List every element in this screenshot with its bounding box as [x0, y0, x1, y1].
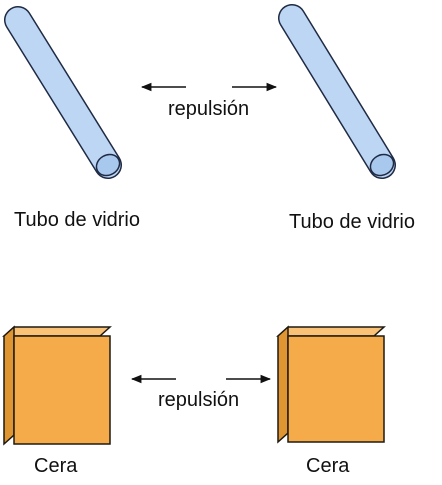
- label-repulsion-top: repulsión: [168, 98, 250, 120]
- glass-tube-left-end: [95, 153, 121, 177]
- glass-tube-left: [4, 6, 122, 179]
- label-wax-left: Cera: [34, 455, 78, 477]
- wax-block-right: [276, 325, 386, 444]
- label-repulsion-bottom: repulsión: [158, 389, 240, 411]
- wax-block-left-top: [2, 326, 112, 337]
- wax-block-right-top: [276, 326, 386, 337]
- label-wax-right: Cera: [306, 455, 350, 477]
- wax-block-left-side: [3, 325, 15, 446]
- wax-block-left-front: [13, 335, 111, 445]
- wax-block-left: [2, 325, 112, 446]
- glass-tube-left-body: [5, 7, 121, 178]
- label-tube-right: Tubo de vidrio: [289, 211, 415, 233]
- wax-block-right-side: [277, 325, 289, 444]
- glass-tube-right-body: [279, 5, 395, 178]
- glass-tube-right: [278, 4, 396, 179]
- label-tube-left: Tubo de vidrio: [14, 209, 140, 231]
- glass-tube-right-end: [369, 153, 395, 177]
- wax-block-right-front: [287, 335, 385, 443]
